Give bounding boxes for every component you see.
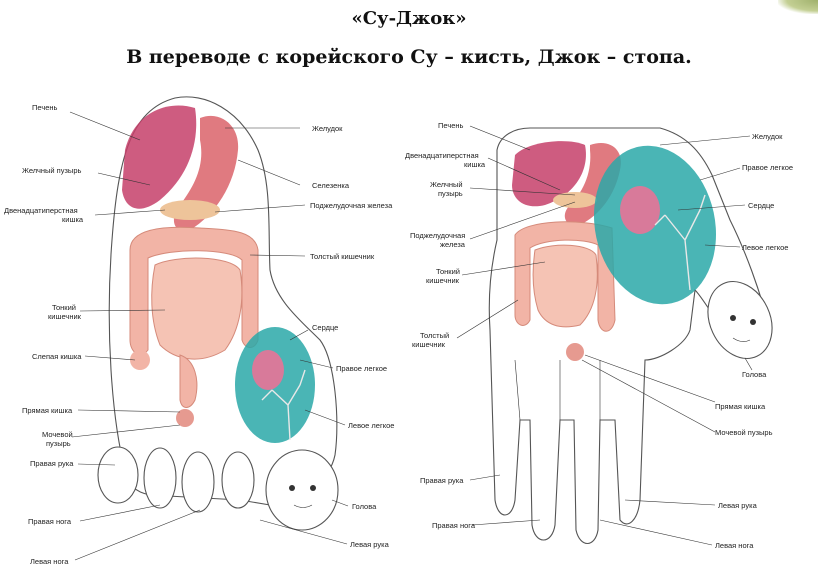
hand-label-gallbladder-1: Желчный — [430, 180, 463, 189]
foot-label-right-lung: Правое легкое — [336, 364, 387, 373]
hand-label-small-int-1: Тонкий — [436, 267, 460, 276]
foot-label-left-leg: Левая нога — [30, 557, 69, 566]
foot-diagram: Печень Желчный пузырь Двенадцатиперстная… — [4, 96, 394, 566]
foot-label-colon: Толстый кишечник — [310, 252, 375, 261]
hand-label-rectum: Прямая кишка — [715, 402, 766, 411]
hand-face-icon — [730, 315, 756, 342]
hand-label-small-int-2: кишечник — [426, 276, 460, 285]
foot-label-duodenum-1: Двенадцатиперстная — [4, 206, 78, 215]
foot-label-heart: Сердце — [312, 323, 338, 332]
foot-face-icon — [289, 485, 316, 508]
foot-label-bladder-2: пузырь — [46, 439, 71, 448]
foot-label-head: Голова — [352, 502, 377, 511]
foot-small-intestine — [151, 257, 243, 360]
hand-liver — [512, 141, 586, 207]
hand-label-colon-1: Толстый — [420, 331, 449, 340]
foot-label-right-hand: Правая рука — [30, 459, 74, 468]
foot-label-small-int-1: Тонкий — [52, 303, 76, 312]
foot-label-duodenum-2: кишка — [62, 215, 84, 224]
hand-label-duodenum-1: Двенадцатиперстная — [405, 151, 479, 160]
hand-small-intestine — [532, 244, 598, 328]
hand-label-duodenum-2: кишка — [464, 160, 486, 169]
foot-label-stomach: Желудок — [312, 124, 343, 133]
hand-label-right-hand: Правая рука — [420, 476, 464, 485]
hand-label-bladder: Мочевой пузырь — [715, 428, 773, 437]
foot-toe-1 — [97, 446, 139, 504]
hand-pancreas — [553, 192, 597, 208]
hand-diagram: Печень Двенадцатиперстная кишка Желчный … — [405, 121, 793, 550]
hand-label-heart: Сердце — [748, 201, 774, 210]
foot-label-caecum: Слепая кишка — [32, 352, 82, 361]
foot-label-pancreas: Поджелудочная железа — [310, 201, 393, 210]
foot-label-left-hand: Левая рука — [350, 540, 390, 549]
hand-label-left-hand: Левая рука — [718, 501, 758, 510]
foot-label-rectum: Прямая кишка — [22, 406, 73, 415]
foot-bladder — [176, 409, 194, 427]
hand-label-left-leg: Левая нога — [715, 541, 754, 550]
foot-big-toe — [265, 449, 339, 531]
foot-rectum — [179, 354, 198, 408]
hand-label-right-lung: Правое легкое — [742, 163, 793, 172]
foot-label-right-leg: Правая нога — [28, 517, 72, 526]
hand-thumb — [707, 281, 773, 359]
foot-label-small-int-2: кишечник — [48, 312, 82, 321]
foot-label-bladder-1: Мочевой — [42, 430, 73, 439]
foot-toe-4 — [221, 451, 255, 509]
page-title: «Су-Джок» — [351, 8, 467, 29]
hand-label-right-leg: Правая нога — [432, 521, 476, 530]
foot-toe-3 — [181, 451, 215, 513]
foot-caecum — [130, 350, 150, 370]
foot-label-spleen: Селезенка — [312, 181, 350, 190]
foot-label-gallbladder: Желчный пузырь — [22, 166, 81, 175]
hand-label-head: Голова — [742, 370, 767, 379]
hand-label-liver: Печень — [438, 121, 464, 130]
hand-label-stomach: Желудок — [752, 132, 783, 141]
hand-label-colon-2: кишечник — [412, 340, 446, 349]
page-subtitle: В переводе с корейского Су – кисть, Джок… — [126, 46, 692, 68]
hand-heart — [620, 186, 660, 234]
hand-airways — [654, 194, 706, 291]
hand-bladder — [566, 343, 584, 361]
foot-airways — [261, 369, 306, 441]
foot-pancreas — [160, 200, 220, 220]
hand-label-pancreas-2: железа — [440, 240, 466, 249]
hand-label-left-lung: Левое легкое — [742, 243, 788, 252]
hand-label-gallbladder-2: пузырь — [438, 189, 463, 198]
corner-decoration — [778, 0, 818, 14]
foot-label-left-lung: Левое легкое — [348, 421, 394, 430]
foot-toe-2 — [143, 447, 177, 509]
foot-heart — [252, 350, 284, 390]
foot-label-liver: Печень — [32, 103, 58, 112]
hand-label-pancreas-1: Поджелудочная — [410, 231, 465, 240]
